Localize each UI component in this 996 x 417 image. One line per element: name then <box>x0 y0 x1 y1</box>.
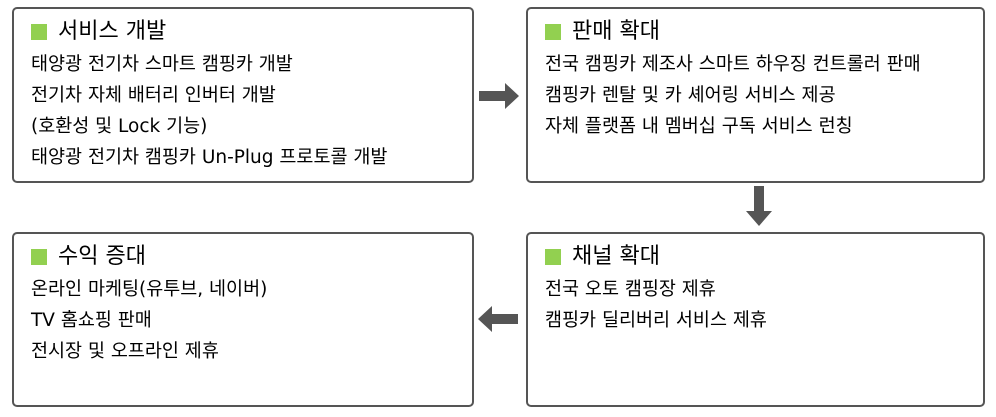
arrow-right-icon <box>479 83 519 109</box>
box-title: 판매 확대 <box>545 17 983 47</box>
arrow-down-icon <box>746 186 772 226</box>
list-item: TV 홈쇼핑 판매 <box>31 310 152 331</box>
box-sales-expansion: 판매 확대 전국 캠핑카 제조사 스마트 하우징 컨트롤러 판매 캠핑카 렌탈 … <box>526 7 985 183</box>
arrow-left-icon <box>478 306 518 332</box>
list-item: (호환성 및 Lock 기능) <box>31 116 208 137</box>
list-item: 태양광 전기차 스마트 캠핑카 개발 <box>31 54 293 75</box>
box-title: 수익 증대 <box>31 242 472 272</box>
list-item: 캠핑카 딜리버리 서비스 제휴 <box>545 310 767 331</box>
bullet-square-icon <box>31 24 47 40</box>
title-text: 채널 확대 <box>572 244 660 269</box>
title-text: 서비스 개발 <box>58 19 167 44</box>
list-item: 전기차 자체 배터리 인버터 개발 <box>31 85 276 106</box>
list-item: 캠핑카 렌탈 및 카 셰어링 서비스 제공 <box>545 85 836 106</box>
bullet-square-icon <box>545 24 561 40</box>
bullet-square-icon <box>31 249 47 265</box>
list-item: 온라인 마케팅(유투브, 네이버) <box>31 279 268 300</box>
box-title: 채널 확대 <box>545 242 983 272</box>
title-text: 판매 확대 <box>572 19 660 44</box>
box-channel-expansion: 채널 확대 전국 오토 캠핑장 제휴 캠핑카 딜리버리 서비스 제휴 <box>526 232 985 407</box>
list-item: 전국 캠핑카 제조사 스마트 하우징 컨트롤러 판매 <box>545 54 921 75</box>
box-revenue-growth: 수익 증대 온라인 마케팅(유투브, 네이버) TV 홈쇼핑 판매 전시장 및 … <box>12 232 474 407</box>
list-item: 전국 오토 캠핑장 제휴 <box>545 279 716 300</box>
bullet-square-icon <box>545 249 561 265</box>
list-item: 태양광 전기차 캠핑카 Un-Plug 프로토콜 개발 <box>31 147 388 168</box>
list-item: 자체 플랫폼 내 멤버십 구독 서비스 런칭 <box>545 116 853 137</box>
list-item: 전시장 및 오프라인 제휴 <box>31 341 219 362</box>
title-text: 수익 증대 <box>58 244 146 269</box>
box-title: 서비스 개발 <box>31 17 472 47</box>
box-service-development: 서비스 개발 태양광 전기차 스마트 캠핑카 개발 전기차 자체 배터리 인버터… <box>12 7 474 183</box>
